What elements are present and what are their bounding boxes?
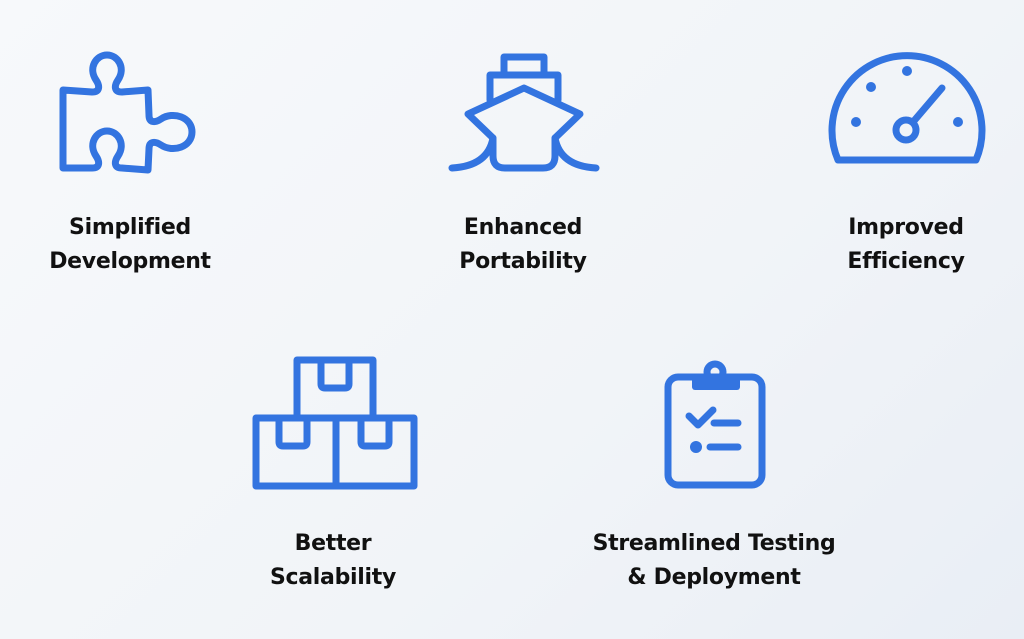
benefit-label-line2: & Deployment [627, 565, 801, 590]
benefit-label-line2: Development [49, 249, 211, 274]
clipboard-checklist-icon [664, 360, 766, 489]
benefit-label-line1: Improved [848, 215, 964, 240]
benefit-label-line2: Scalability [269, 565, 397, 590]
benefit-label-line2: Portability [459, 249, 587, 274]
benefit-enhanced-portability: Enhanced Portability [373, 211, 673, 279]
ship-icon [448, 53, 600, 172]
benefit-better-scalability: Better Scalability [183, 527, 483, 595]
benefit-label-line1: Better [294, 531, 372, 556]
benefit-label-line1: Simplified [69, 215, 191, 240]
benefit-improved-efficiency: Improved Efficiency [756, 211, 1024, 279]
benefit-label-line1: Enhanced [463, 215, 583, 240]
benefit-label-line1: Streamlined Testing [592, 531, 836, 556]
benefit-simplified-development: Simplified Development [0, 211, 280, 279]
benefit-streamlined-testing-deployment: Streamlined Testing & Deployment [564, 527, 864, 595]
puzzle-icon [59, 51, 196, 174]
benefit-label-line2: Efficiency [847, 249, 965, 274]
boxes-icon [252, 356, 418, 490]
speedometer-icon [828, 52, 986, 164]
